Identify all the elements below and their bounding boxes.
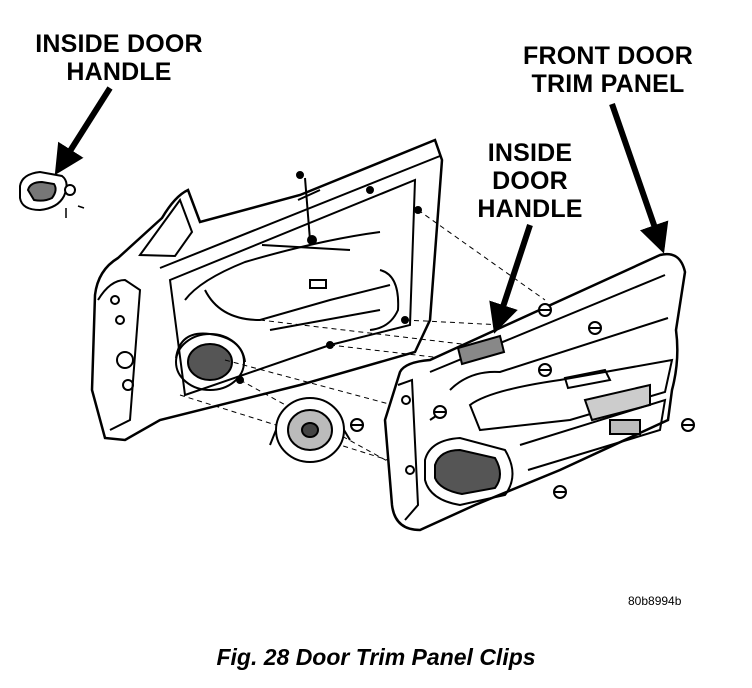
detached-inside-door-handle	[19, 170, 85, 218]
label-front-door-trim-panel: FRONT DOOR TRIM PANEL	[522, 42, 694, 98]
trim-panel-screws	[296, 171, 695, 499]
label-inside-door-handle-left: INSIDE DOOR HANDLE	[35, 30, 203, 86]
speaker-screw	[350, 418, 364, 432]
figure-caption: Fig. 28 Door Trim Panel Clips	[216, 644, 536, 670]
label-inside-door-handle-right: INSIDE DOOR HANDLE	[477, 139, 583, 223]
figure-code: 80b8994b	[628, 594, 682, 608]
door-inner-panel	[90, 138, 444, 442]
arrow-inside-handle-left	[54, 86, 113, 176]
arrow-front-trim-panel	[609, 103, 669, 254]
door-speaker	[269, 397, 351, 463]
arrow-inside-handle-right	[489, 224, 533, 334]
front-door-trim-panel	[383, 252, 687, 532]
